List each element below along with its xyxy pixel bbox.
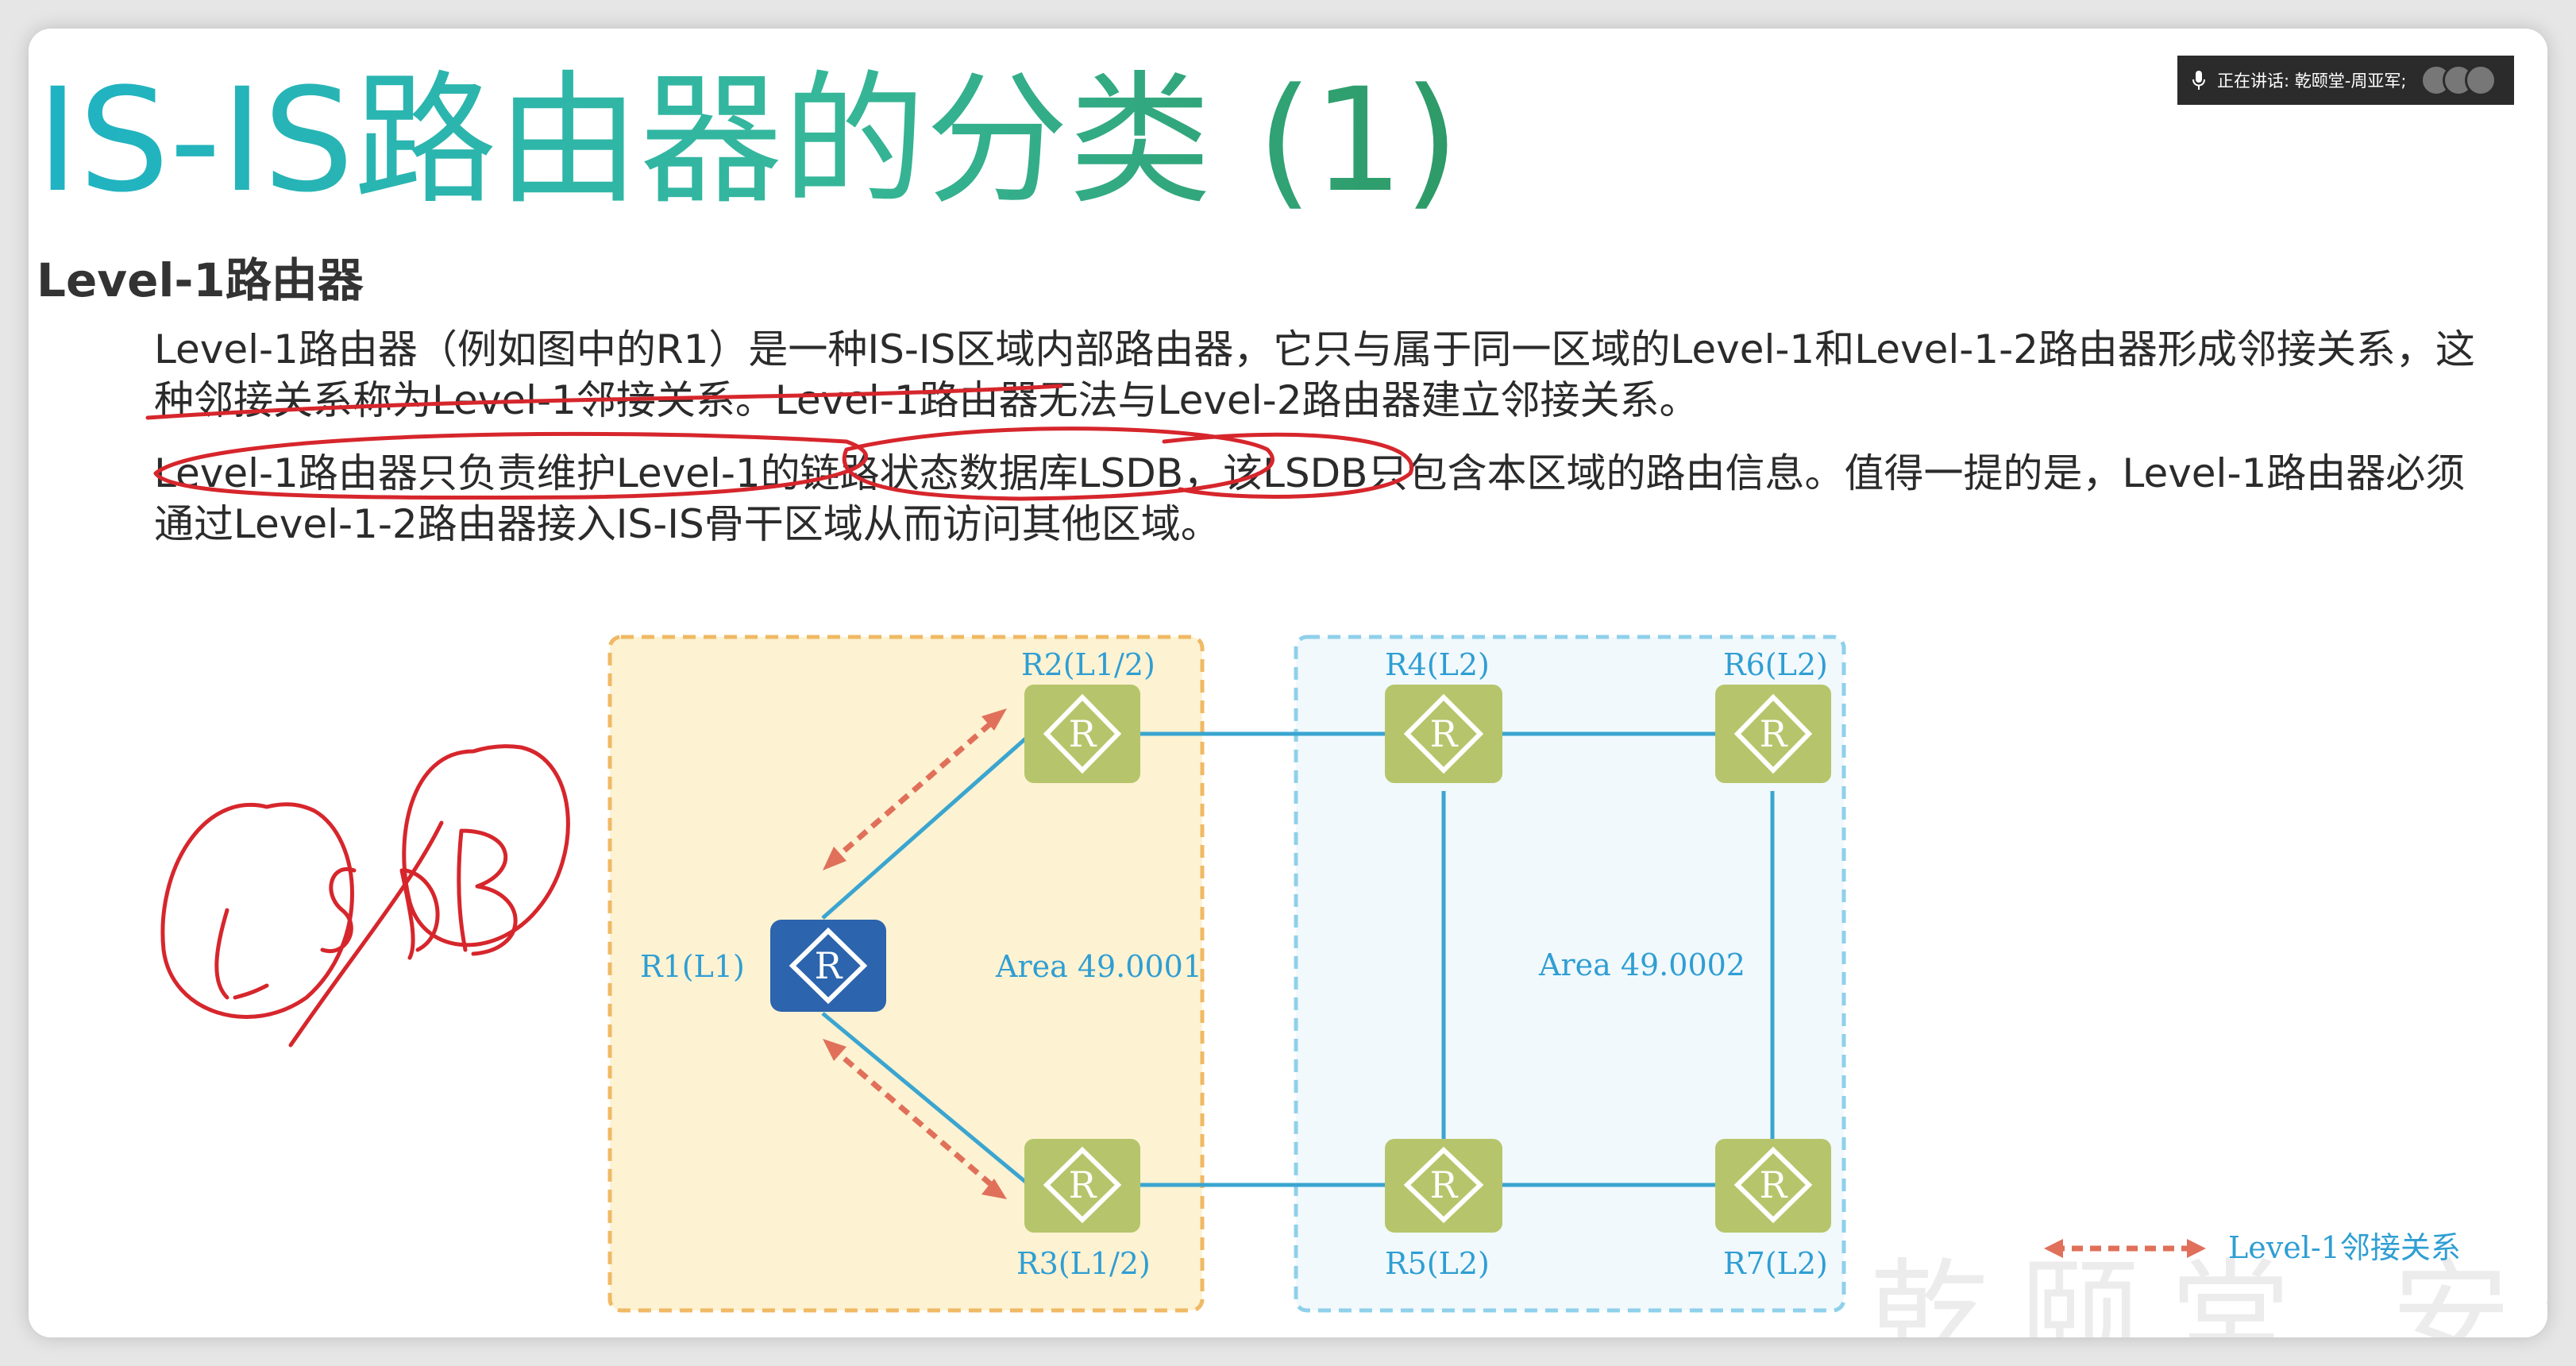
router-icon xyxy=(770,920,886,1012)
arrowhead xyxy=(981,708,1007,731)
router-icon xyxy=(1715,685,1831,783)
ink-circle-1 xyxy=(160,802,354,1019)
paragraph-2: Level-1路由器只负责维护Level-1的链路状态数据库LSDB，该LSDB… xyxy=(154,450,2466,547)
adjacency-r1-r2 xyxy=(828,714,1001,865)
router-glyph: R xyxy=(1069,1163,1097,1206)
legend-arrowhead xyxy=(2187,1239,2206,1258)
speaker-avatars xyxy=(2420,64,2497,96)
speaker-indicator-bar[interactable]: 正在讲话: 乾颐堂-周亚军; xyxy=(2177,56,2514,105)
link-r1-r2 xyxy=(821,734,1031,920)
arrowhead xyxy=(981,1179,1007,1199)
speaker-text: 正在讲话: 乾颐堂-周亚军; xyxy=(2217,71,2407,91)
ink-letter-d xyxy=(399,868,440,960)
router-r7: R xyxy=(1715,1139,1831,1233)
ink-ellipse-lsdb-2 xyxy=(1162,432,1414,500)
paragraph-1: Level-1路由器（例如图中的R1）是一种IS-IS区域内部路由器，它只与属于… xyxy=(154,326,2475,423)
router-glyph: R xyxy=(1760,1163,1788,1206)
area-1-label: Area 49.0001 xyxy=(995,949,1202,984)
legend-label: Level-1邻接关系 xyxy=(2228,1230,2461,1265)
router-glyph: R xyxy=(1069,712,1097,755)
router-icon xyxy=(1024,1139,1140,1233)
router-r5: R xyxy=(1385,1139,1502,1233)
router-r3: R xyxy=(1024,1139,1140,1233)
router-glyph: R xyxy=(815,944,843,987)
router-label-r1: R1(L1) xyxy=(640,949,745,984)
area-2-label: Area 49.0002 xyxy=(1538,947,1745,982)
ink-letter-l xyxy=(214,908,269,1000)
router-r4: R xyxy=(1385,685,1502,783)
microphone-icon xyxy=(2192,71,2205,90)
ink-ellipse-lsdb xyxy=(842,426,1275,501)
ink-letter-s xyxy=(320,866,357,954)
router-r2: R xyxy=(1024,685,1140,783)
adjacency-r1-r3 xyxy=(828,1044,1001,1194)
arrowhead xyxy=(823,1039,846,1061)
router-label-r4: R4(L2) xyxy=(1385,647,1490,682)
router-glyph: R xyxy=(1760,712,1788,755)
watermark: 乾颐堂 安全 xyxy=(1869,1248,2547,1337)
section-heading: Level-1路由器 xyxy=(37,253,364,307)
legend-arrowhead xyxy=(2044,1239,2063,1258)
router-r6: R xyxy=(1715,685,1831,783)
network-diagram: R R R R R R R xyxy=(145,384,2461,1313)
link-r1-r3 xyxy=(821,1012,1031,1187)
avatar xyxy=(2465,64,2497,96)
router-label-r7: R7(L2) xyxy=(1723,1246,1828,1281)
ink-ellipse-sentence xyxy=(153,431,869,500)
router-icon xyxy=(1385,685,1502,783)
router-label-r3: R3(L1/2) xyxy=(1016,1246,1151,1281)
ink-underline-1 xyxy=(145,384,1063,420)
ink-slash xyxy=(288,820,444,1048)
ink-annotations xyxy=(145,384,1414,1048)
ink-letter-b xyxy=(457,828,518,956)
router-icon xyxy=(1715,1139,1831,1233)
router-r1: R xyxy=(770,920,886,1012)
router-label-r2: R2(L1/2) xyxy=(1021,647,1155,682)
slide: IS-IS路由器的分类 (1) Level-1路由器 Level-1路由器（例如… xyxy=(29,29,2547,1337)
slide-title: IS-IS路由器的分类 (1) xyxy=(37,58,1460,224)
router-label-r6: R6(L2) xyxy=(1723,647,1828,682)
router-icon xyxy=(1385,1139,1502,1233)
arrowhead xyxy=(823,847,846,870)
router-glyph: R xyxy=(1430,712,1459,755)
router-label-r5: R5(L2) xyxy=(1385,1246,1490,1281)
router-icon xyxy=(1024,685,1140,783)
router-glyph: R xyxy=(1430,1163,1459,1206)
